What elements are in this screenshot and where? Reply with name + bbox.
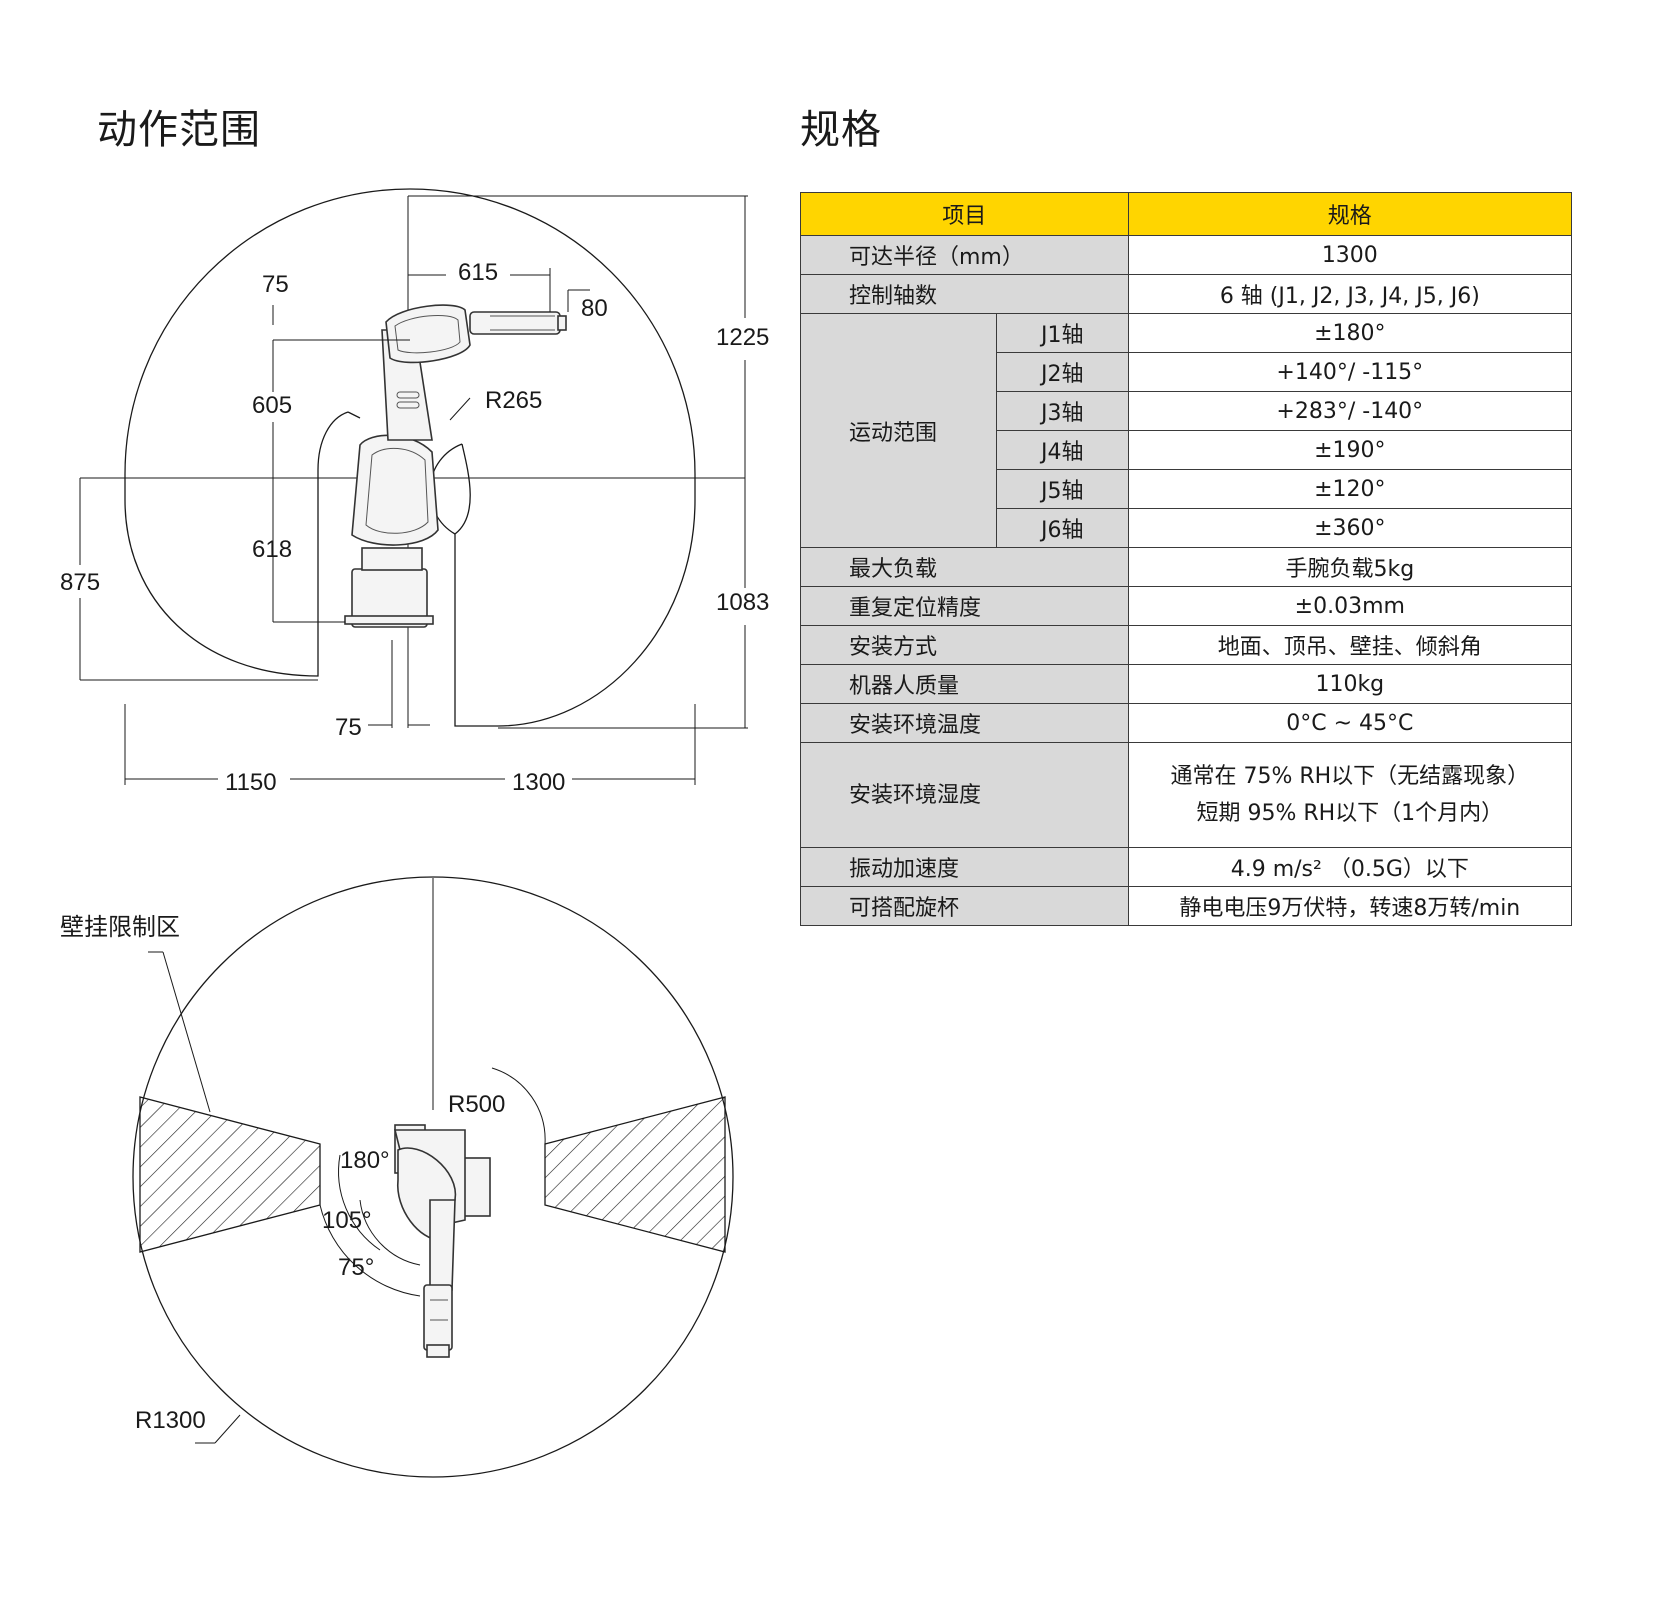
table-row: 安装方式 地面、顶吊、壁挂、倾斜角	[800, 625, 1573, 665]
row-value: 静电电压9万伏特，转速8万转/min	[1127, 886, 1573, 926]
table-row: 重复定位精度 ±0.03mm	[800, 586, 1573, 626]
axis-label: J6轴	[995, 508, 1129, 548]
axis-value: ±190°	[1127, 430, 1573, 470]
axis-value: +140°/ -115°	[1127, 352, 1573, 392]
dim-605: 605	[252, 392, 292, 419]
dim-618: 618	[252, 536, 292, 563]
row-value: 6 轴 (J1, J2, J3, J4, J5, J6)	[1127, 274, 1573, 314]
row-label: 机器人质量	[800, 664, 1129, 704]
table-row: 安装环境湿度 通常在 75% RH以下（无结露现象） 短期 95% RH以下（1…	[800, 742, 1573, 848]
motion-range-label: 运动范围	[800, 313, 997, 548]
table-row: J5轴 ±120°	[801, 469, 1573, 509]
dim-1300: 1300	[512, 769, 565, 796]
header-item: 项目	[800, 192, 1129, 236]
row-value: 4.9 m/s² （0.5G）以下	[1127, 847, 1573, 887]
row-label: 最大负载	[800, 547, 1129, 587]
angle-105: 105°	[322, 1207, 372, 1234]
row-value: 地面、顶吊、壁挂、倾斜角	[1127, 625, 1573, 665]
dim-1225: 1225	[716, 324, 769, 351]
dim-r500: R500	[448, 1091, 505, 1118]
table-row: 安装环境温度 0°C ~ 45°C	[800, 703, 1573, 743]
row-label: 安装方式	[800, 625, 1129, 665]
row-label: 可搭配旋杯	[800, 886, 1129, 926]
axis-label: J3轴	[995, 391, 1129, 431]
robot-side-silhouette	[344, 304, 567, 628]
top-reach-circle	[132, 876, 734, 1478]
axis-label: J2轴	[995, 352, 1129, 392]
axis-value: ±360°	[1127, 508, 1573, 548]
table-row: 最大负载 手腕负载5kg	[800, 547, 1573, 587]
wall-zone-label: 壁挂限制区	[60, 914, 180, 941]
table-header-row: 项目 规格	[800, 192, 1573, 236]
row-value: ±0.03mm	[1127, 586, 1573, 626]
row-label: 重复定位精度	[800, 586, 1129, 626]
row-value: 110kg	[1127, 664, 1573, 704]
dim-80: 80	[581, 295, 608, 322]
table-row: J6轴 ±360°	[801, 508, 1573, 548]
table-row: J4轴 ±190°	[801, 430, 1573, 470]
dim-1150: 1150	[225, 769, 277, 796]
table-row: 运动范围 J1轴 ±180°	[800, 313, 1573, 548]
axis-value: +283°/ -140°	[1127, 391, 1573, 431]
table-row: 机器人质量 110kg	[800, 664, 1573, 704]
dim-615: 615	[458, 259, 498, 286]
row-label: 安装环境温度	[800, 703, 1129, 743]
axis-label: J4轴	[995, 430, 1129, 470]
humidity-line-2: 短期 95% RH以下（1个月内）	[1196, 801, 1504, 826]
header-spec: 规格	[1127, 192, 1573, 236]
table-row: 控制轴数 6 轴 (J1, J2, J3, J4, J5, J6)	[800, 274, 1573, 314]
side-view-diagram: 75 615 80 1225 605 R265 618 875 1083 75 …	[60, 188, 769, 796]
angle-180: 180°	[340, 1147, 390, 1174]
axis-label: J5轴	[995, 469, 1129, 509]
top-view-diagram: 壁挂限制区 R500 180° 105° 75° R1300	[60, 876, 734, 1478]
table-row: 振动加速度 4.9 m/s² （0.5G）以下	[800, 847, 1573, 887]
dim-r265: R265	[485, 387, 542, 414]
table-row: J3轴 +283°/ -140°	[801, 391, 1573, 431]
humidity-value: 通常在 75% RH以下（无结露现象） 短期 95% RH以下（1个月内）	[1127, 742, 1573, 848]
row-label: 可达半径（mm）	[800, 235, 1129, 275]
row-label: 安装环境湿度	[800, 742, 1129, 848]
table-row: 可搭配旋杯 静电电压9万伏特，转速8万转/min	[800, 886, 1573, 926]
spec-title: 规格	[800, 107, 882, 153]
wall-restriction-zone-right	[544, 1096, 726, 1253]
wall-restriction-zone-left	[139, 1096, 321, 1253]
axis-label: J1轴	[995, 313, 1129, 353]
row-value: 手腕负载5kg	[1127, 547, 1573, 587]
row-value: 1300	[1127, 235, 1573, 275]
dim-75-bottom: 75	[335, 714, 362, 741]
table-row: 可达半径（mm） 1300	[800, 235, 1573, 275]
row-label: 控制轴数	[800, 274, 1129, 314]
axis-value: ±120°	[1127, 469, 1573, 509]
row-value: 0°C ~ 45°C	[1127, 703, 1573, 743]
row-label: 振动加速度	[800, 847, 1129, 887]
table-row: J2轴 +140°/ -115°	[801, 352, 1573, 392]
side-reach-envelope	[124, 188, 696, 677]
motion-range-title: 动作范围	[97, 107, 261, 153]
dim-875: 875	[60, 569, 100, 596]
dim-1083: 1083	[716, 589, 769, 616]
axis-value: ±180°	[1127, 313, 1573, 353]
dim-r1300: R1300	[135, 1407, 206, 1434]
angle-75: 75°	[338, 1254, 374, 1281]
robot-top-silhouette	[393, 1124, 491, 1358]
spec-table: 项目 规格 可达半径（mm） 1300 控制轴数 6 轴 (J1, J2, J3…	[800, 192, 1573, 926]
humidity-line-1: 通常在 75% RH以下（无结露现象）	[1170, 764, 1530, 789]
dim-75-top: 75	[262, 271, 289, 298]
